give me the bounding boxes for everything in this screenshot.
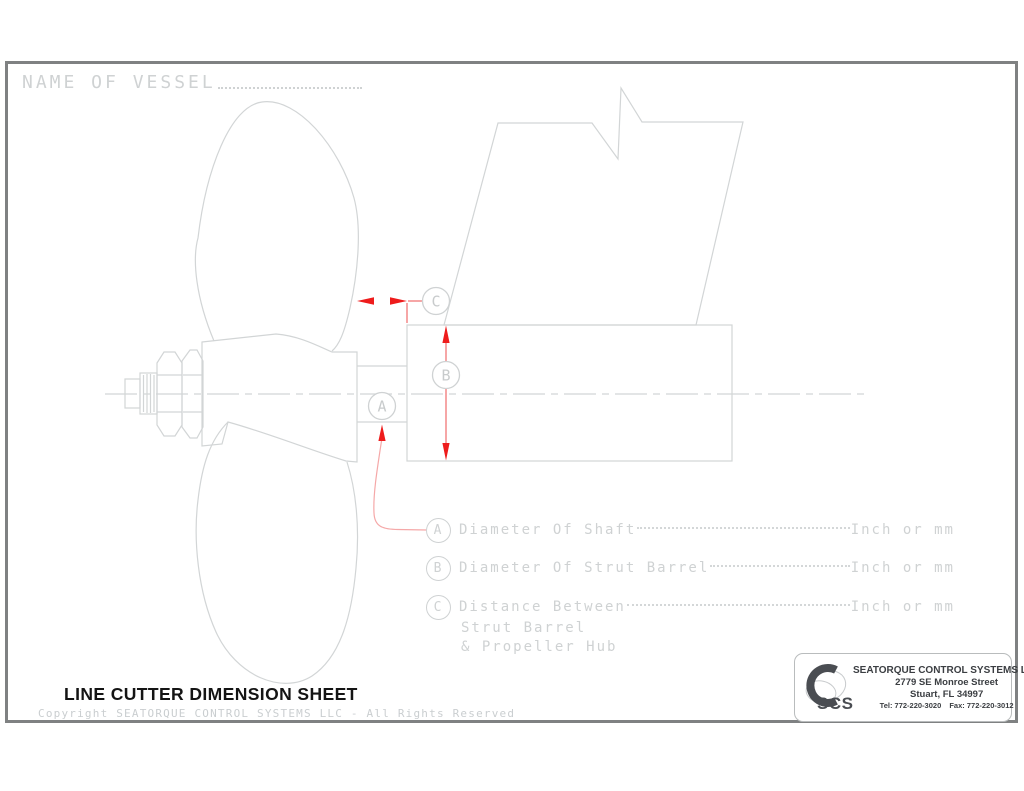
- legend-a-label: Diameter Of Shaft: [459, 522, 637, 538]
- name-of-vessel-row: NAME OF VESSEL: [22, 72, 362, 93]
- company-fax: Fax: 772-220-3012: [949, 700, 1014, 710]
- dim-b-arrow-down: [442, 443, 450, 461]
- callout-b-letter: B: [441, 366, 450, 384]
- strut: [443, 86, 744, 326]
- callout-b-circle: [431, 360, 461, 390]
- dim-a-leader: [373, 440, 428, 531]
- logo-scs-text: SCS: [817, 694, 853, 713]
- propeller-hub: [201, 333, 358, 463]
- company-address-city: Stuart, FL 34997: [910, 689, 984, 701]
- dim-a-arrow: [378, 424, 386, 441]
- legend-row-c: C Distance Between Inch or mm: [426, 593, 955, 621]
- dim-c-arrow-left: [357, 297, 374, 305]
- callout-a-letter: A: [377, 397, 386, 415]
- company-address-street: 2779 SE Monroe Street: [895, 677, 999, 689]
- legend-row-b: B Diameter Of Strut Barrel Inch or mm: [426, 554, 955, 582]
- legend-a-dot-leader: [637, 526, 850, 529]
- company-phone-line: Tel: 772-220-3020 Fax: 772-220-3012: [853, 701, 1024, 710]
- strut-barrel: [406, 324, 733, 462]
- legend-b-circle: B: [426, 555, 451, 581]
- dim-b-arrow-up: [442, 325, 450, 343]
- name-of-vessel-dotted-line: [217, 87, 362, 89]
- callout-a-circle: [367, 391, 397, 421]
- dimension-graphics: [357, 297, 450, 531]
- legend-a-unit: Inch or mm: [850, 522, 955, 538]
- legend-row-a: A Diameter Of Shaft Inch or mm: [426, 516, 955, 544]
- company-tel: Tel: 772-220-3020: [879, 700, 942, 710]
- page-title: LINE CUTTER DIMENSION SHEET: [64, 684, 358, 704]
- company-logo-box: SCS SEATORQUE CONTROL SYSTEMS LLC 2779 S…: [794, 653, 1024, 722]
- legend-b-unit: Inch or mm: [850, 560, 955, 576]
- legend-b-dot-leader: [710, 564, 850, 567]
- name-of-vessel-label: NAME OF VESSEL: [22, 72, 216, 93]
- legend-c-extra-line2: & Propeller Hub: [461, 639, 618, 655]
- scs-logo-icon: SCS: [805, 663, 853, 713]
- legend-a-circle: A: [426, 517, 451, 543]
- legend-c-dot-leader: [626, 603, 850, 606]
- legend-c-unit: Inch or mm: [850, 599, 955, 615]
- company-info: SEATORQUE CONTROL SYSTEMS LLC 2779 SE Mo…: [853, 665, 1024, 711]
- copyright-notice: Copyright SEATORQUE CONTROL SYSTEMS LLC …: [38, 707, 516, 720]
- logo-crescent: [806, 663, 838, 707]
- prop-nut-rear: [181, 349, 204, 439]
- propeller-blade-bottom: [195, 421, 359, 684]
- scs-logo: SCS: [797, 660, 853, 716]
- legend-b-label: Diameter Of Strut Barrel: [459, 560, 710, 576]
- legend-c-circle: C: [426, 594, 451, 620]
- sheet-border: [5, 61, 1018, 723]
- legend-c-extra-line1: Strut Barrel: [461, 620, 587, 636]
- callout-c-letter: C: [431, 292, 440, 310]
- propeller-blade-top: [194, 101, 359, 352]
- company-name: SEATORQUE CONTROL SYSTEMS LLC: [853, 664, 1024, 676]
- callout-c-circle: [421, 286, 451, 316]
- legend-c-label: Distance Between: [459, 599, 626, 615]
- dim-c-arrow-right: [390, 297, 407, 305]
